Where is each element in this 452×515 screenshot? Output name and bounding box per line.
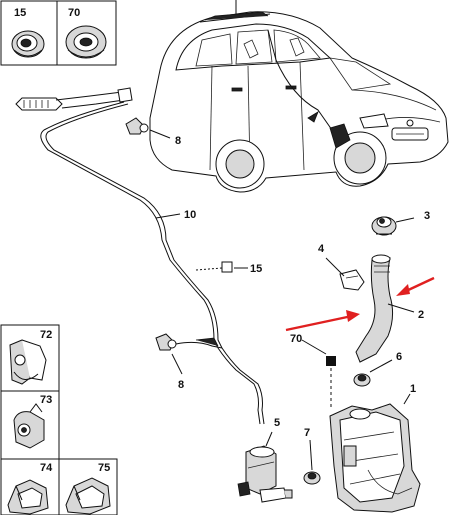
label-4: 4 (318, 243, 325, 255)
inset-label-73: 73 (40, 394, 52, 406)
label-6: 6 (396, 351, 402, 363)
grommet-70-marker (326, 356, 336, 366)
label-70: 70 (290, 333, 302, 345)
label-5: 5 (274, 417, 280, 429)
inset-box-70 (56, 0, 117, 66)
label-8-upper: 8 (175, 135, 181, 147)
label-7: 7 (304, 427, 310, 439)
label-2: 2 (418, 309, 424, 321)
grommet-7 (303, 439, 321, 485)
washer-hose-10 (40, 101, 265, 425)
car-illustration (149, 0, 449, 193)
washer-pump-5 (237, 431, 293, 503)
inset-label-70: 70 (68, 7, 80, 19)
grommet-15-icon (11, 30, 45, 58)
washer-reservoir-1 (329, 393, 421, 513)
label-1: 1 (410, 383, 416, 395)
inset-bottom-left: 72 73 74 75 (0, 324, 118, 515)
clip-73-icon (13, 403, 45, 449)
grommet-70-icon (65, 25, 107, 59)
label-8-lower: 8 (178, 379, 184, 391)
inset-label-72: 72 (40, 329, 52, 341)
washer-nozzle (15, 87, 133, 111)
connector-8-lower (155, 333, 183, 375)
red-arrow-left-icon (285, 314, 353, 332)
label-15: 15 (250, 263, 262, 275)
label-3: 3 (424, 210, 430, 222)
clip-75-icon (65, 477, 111, 515)
inset-box-75 (58, 458, 118, 515)
inset-label-15: 15 (14, 7, 26, 19)
grommet-15-marker (221, 261, 233, 273)
filler-cap-3 (371, 216, 415, 236)
connector-8-upper (125, 117, 171, 139)
inset-label-74: 74 (40, 462, 53, 474)
inset-label-75: 75 (98, 462, 110, 474)
highlight-arrows (285, 276, 435, 332)
inset-top-left: 15 70 (0, 0, 117, 66)
filler-neck-2 (355, 254, 415, 363)
bracket-4 (325, 257, 365, 291)
clip-74-icon (7, 479, 49, 515)
label-10: 10 (184, 209, 196, 221)
clip-72-icon (9, 339, 47, 385)
grommet-6 (353, 359, 393, 387)
